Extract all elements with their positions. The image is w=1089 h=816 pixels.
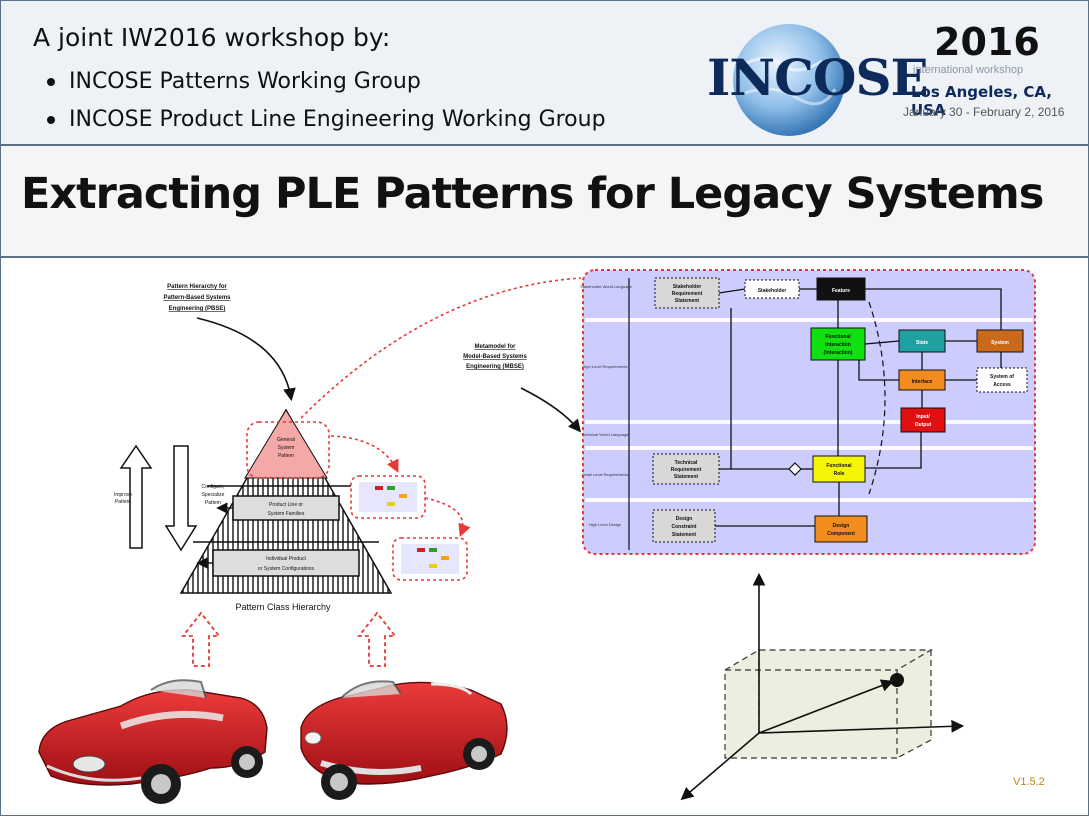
- box-label: Role: [834, 471, 845, 477]
- working-group-list: INCOSE Patterns Working Group INCOSE Pro…: [47, 63, 606, 139]
- box-label: Design: [833, 523, 850, 529]
- apex-label: System: [278, 445, 295, 451]
- bottom-label: or System Configurations: [258, 566, 315, 572]
- box-label: State: [916, 340, 928, 346]
- workshop-intro: A joint IW2016 workshop by:: [33, 23, 391, 52]
- mbse-metamodel: Stakeholder World Language High Level Re…: [580, 269, 1036, 555]
- arrow-label: Configure,: [201, 484, 224, 490]
- caption-line: Pattern Hierarchy for: [167, 284, 227, 290]
- product-line-layer: [232, 495, 340, 521]
- row-label: Stakeholder World Language: [580, 284, 633, 289]
- arrow-label: Specialize: [202, 492, 225, 498]
- title-band: [1, 146, 1088, 258]
- box-label: Stakeholder: [673, 284, 702, 290]
- box-label: Feature: [832, 288, 850, 294]
- apex-label: Pattern: [278, 453, 294, 459]
- config-thumbnail: [350, 475, 426, 519]
- logo-wordmark: INCOSE: [707, 48, 929, 107]
- box-label: Constraint: [672, 524, 697, 530]
- caption-arrow: [196, 317, 296, 402]
- box-label: Requirement: [671, 467, 702, 473]
- apex-label: General: [277, 437, 295, 443]
- caption-line: Metamodel for: [474, 344, 516, 350]
- box-label: Statement: [672, 532, 697, 538]
- middle-label: Product Line or: [269, 502, 303, 508]
- red-dashed-arrow: [330, 435, 399, 473]
- version-label: V1.5.2: [1013, 776, 1045, 788]
- car-convertible-image: [300, 680, 508, 800]
- box-label: Requirement: [672, 291, 703, 297]
- arrow-label: Pattern: [115, 499, 131, 505]
- caption-line: Engineering (MBSE): [466, 364, 524, 370]
- 3d-axis-diagram: [680, 572, 965, 801]
- working-group-label: INCOSE Patterns Working Group: [69, 69, 421, 94]
- configuration-layer: [212, 549, 360, 577]
- red-dashed-arrow: [424, 497, 471, 537]
- box-label: System: [991, 340, 1009, 346]
- box-label: Output: [915, 422, 932, 428]
- row-label: Detail Level Requirements: [582, 472, 629, 477]
- box-label: Input/: [916, 414, 930, 420]
- logo-year: 2016: [934, 20, 1040, 64]
- configure-arrow-icon: Configure, Specialize Pattern: [164, 445, 225, 552]
- working-group-item: INCOSE Patterns Working Group: [47, 63, 606, 101]
- caption-line: Model-Based Systems: [463, 354, 527, 360]
- arrow-label: Pattern: [205, 500, 221, 506]
- logo-location: Los Angeles, CA, USA: [911, 83, 1052, 119]
- metamodel-caption: Metamodel for Model-Based Systems Engine…: [463, 344, 527, 370]
- logo-dates: January 30 - February 2, 2016: [903, 105, 1065, 119]
- bullet-icon: [47, 78, 55, 86]
- red-dashed-link: [300, 277, 582, 419]
- pattern-pyramid: General System Pattern Product Line or S…: [179, 408, 393, 612]
- box-label: Statement: [674, 474, 699, 480]
- row-label: High Level Requirements: [583, 364, 628, 369]
- incose-logo: INCOSE 2016 international workshop Los A…: [707, 20, 1087, 138]
- arrow-label: Improve: [114, 492, 132, 498]
- logo-subtitle: international workshop: [913, 64, 1024, 76]
- row-label: High Level Design: [589, 522, 621, 527]
- box-label: Stakeholder: [758, 288, 787, 294]
- car-corvette-image: [38, 679, 268, 804]
- box-label: Statement: [675, 298, 700, 304]
- pyramid-caption-bottom: Pattern Class Hierarchy: [235, 602, 331, 612]
- slide-title: Extracting PLE Patterns for Legacy Syste…: [21, 169, 1044, 219]
- box-label: Design: [676, 516, 693, 522]
- box-label: Access: [993, 382, 1011, 388]
- bottom-label: Individual Product: [266, 556, 306, 562]
- slide-content: Pattern Hierarchy for Pattern-Based Syst…: [38, 269, 1036, 804]
- caption-line: Engineering (PBSE): [169, 306, 226, 312]
- apex-highlight: [246, 421, 330, 479]
- pyramid-caption: Pattern Hierarchy for Pattern-Based Syst…: [163, 284, 231, 312]
- up-arrow-icon: [357, 611, 397, 667]
- row-label: Technical World Language: [581, 432, 629, 437]
- box-label: Technical: [675, 460, 698, 466]
- up-arrow-icon: [181, 611, 221, 667]
- box-label: Functional: [825, 334, 851, 340]
- box-label: System of: [990, 374, 1014, 380]
- middle-label: System Families: [268, 511, 305, 517]
- working-group-label: INCOSE Product Line Engineering Working …: [69, 107, 606, 132]
- caption-line: Pattern-Based Systems: [163, 295, 231, 301]
- working-group-item: INCOSE Product Line Engineering Working …: [47, 101, 606, 139]
- header-band: [1, 1, 1088, 146]
- globe-icon: [733, 24, 845, 136]
- box-label: Functional: [826, 463, 852, 469]
- box-label: (Interaction): [824, 350, 853, 356]
- box-label: Component: [827, 531, 855, 537]
- caption-arrow: [520, 387, 582, 433]
- config-thumbnail: [392, 537, 468, 581]
- bullet-icon: [47, 116, 55, 124]
- improve-arrow-icon: Improve Pattern: [114, 444, 153, 549]
- box-label: Interface: [912, 379, 933, 385]
- box-label: Interaction: [825, 342, 851, 348]
